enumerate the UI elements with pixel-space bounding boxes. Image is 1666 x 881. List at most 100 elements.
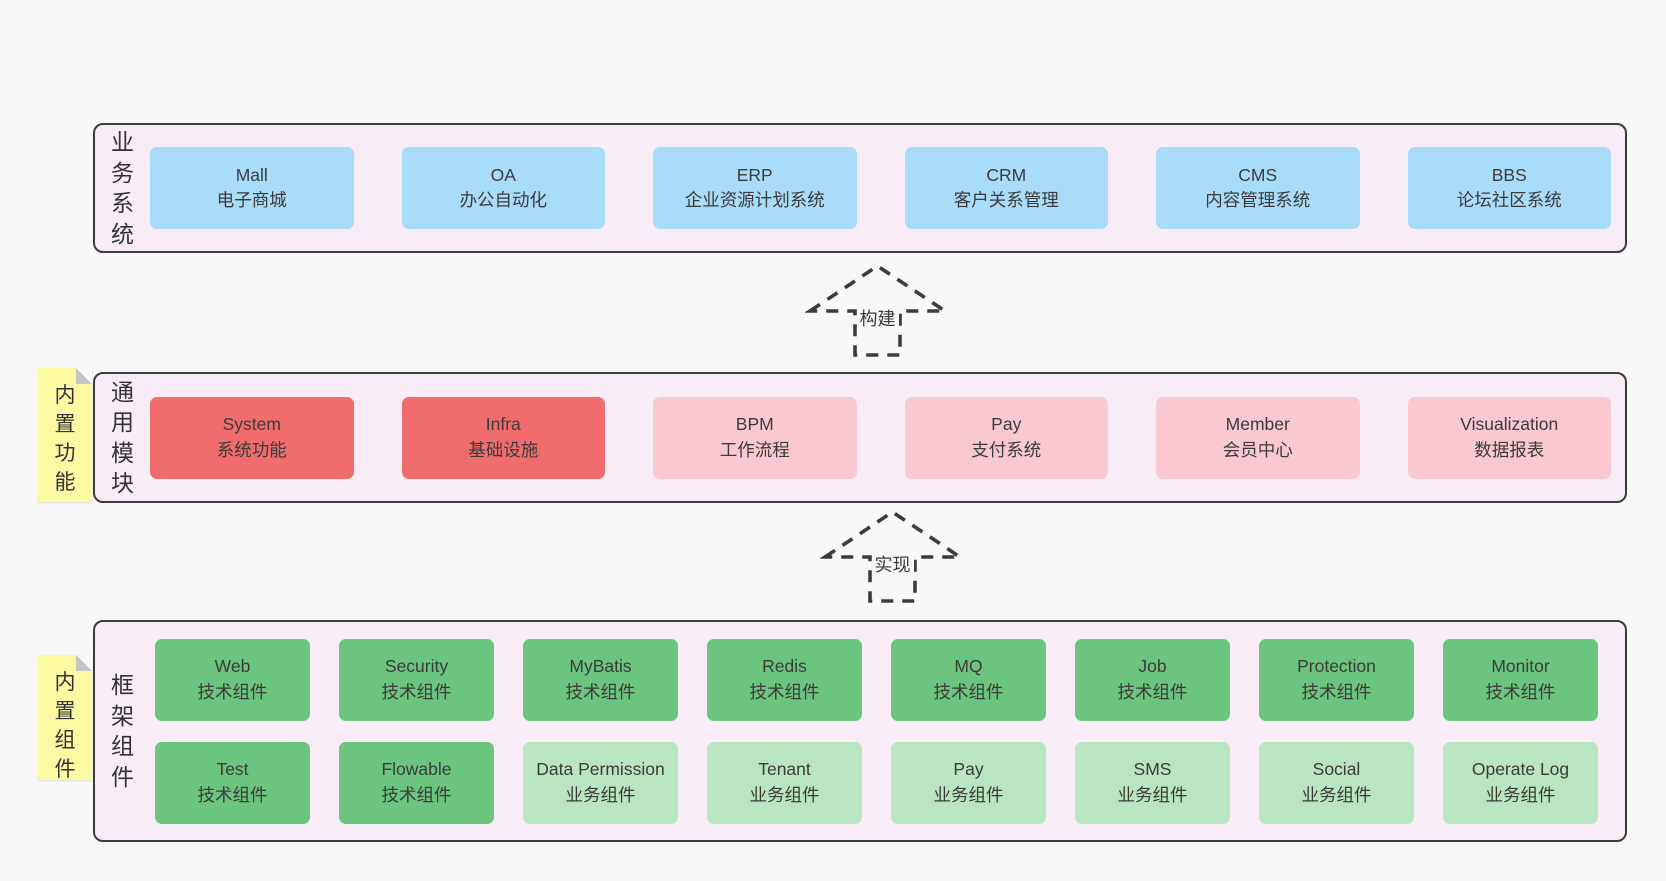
box-title: ERP [736,164,773,185]
box-subtitle: 业务组件 [565,784,636,805]
box-title: Security [384,656,449,677]
framework-components-label: 框架组件 [111,671,134,790]
box-title: BPM [735,414,774,435]
box-title: BBS [1491,164,1527,185]
box-job: Job 技术组件 [1075,638,1230,721]
box-title: Operate Log [1471,759,1570,780]
box-bbs: BBS 论坛社区系统 [1407,147,1611,229]
box-subtitle: 技术组件 [1485,681,1556,702]
box-title: Flowable [381,759,452,780]
box-title: Web [214,656,251,677]
box-subtitle: 企业资源计划系统 [684,190,825,210]
box-title: Monitor [1491,656,1550,677]
box-protection: Protection 技术组件 [1259,638,1414,721]
box-monitor: Monitor 技术组件 [1443,638,1598,721]
build-arrow-label: 构建 [856,304,899,332]
box-subtitle: 客户关系管理 [953,190,1059,210]
box-security: Security 技术组件 [339,638,494,721]
box-subtitle: 技术组件 [1117,681,1188,702]
box-subtitle: 技术组件 [381,784,452,805]
box-subtitle: 技术组件 [933,681,1004,702]
box-erp: ERP 企业资源计划系统 [653,147,857,229]
box-bpm: BPM 工作流程 [653,396,857,479]
dashed-up-arrow-icon [805,263,950,357]
box-test: Test 技术组件 [155,741,310,824]
box-title: Pay [953,759,984,780]
business-systems-container: 业务系统 Mall 电子商城 OA 办公自动化 ERP 企业资源计划系统 CRM 客户关系管理… [93,123,1627,253]
box-title: Protection [1297,656,1376,677]
box-subtitle: 业务组件 [1117,784,1188,805]
box-subtitle: 数据报表 [1474,439,1545,460]
box-mall: Mall 电子商城 [150,147,354,229]
box-subtitle: 会员中心 [1222,439,1293,460]
box-subtitle: 支付系统 [971,439,1042,460]
sticky-note-built-in-components: 内置组件 [38,655,92,781]
box-subtitle: 技术组件 [749,681,820,702]
box-title: Tenant [758,759,811,780]
sticky-note-built-in-features: 内置功能 [38,368,92,502]
box-subtitle: 技术组件 [381,681,452,702]
box-title: Infra [485,414,521,435]
box-title: Mall [235,164,268,185]
box-title: MQ [954,656,983,677]
box-subtitle: 技术组件 [197,784,268,805]
box-row: Mall 电子商城 OA 办公自动化 ERP 企业资源计划系统 CRM 客户关系管理 CMS 内容… [150,147,1611,229]
box-subtitle: 办公自动化 [459,190,548,210]
box-subtitle: 电子商城 [216,190,287,210]
box-subtitle: 业务组件 [1301,784,1372,805]
sticky-note-label: 内置组件 [54,671,76,781]
box-title: OA [490,164,516,185]
box-subtitle: 系统功能 [216,439,287,460]
box-crm: CRM 客户关系管理 [904,147,1108,229]
box-subtitle: 业务组件 [1485,784,1556,805]
box-subtitle: 内容管理系统 [1205,190,1311,210]
box-title: CRM [986,164,1027,185]
box-system: System 系统功能 [150,396,354,479]
box-title: CMS [1238,164,1278,185]
implement-arrow-label: 实现 [871,550,914,578]
box-social: Social 业务组件 [1259,741,1414,824]
box-title: Job [1138,656,1167,677]
box-title: Test [216,759,249,780]
box-title: Visualization [1460,414,1559,435]
box-title: System [222,414,281,435]
dashed-up-arrow-icon [820,509,965,603]
box-subtitle: 技术组件 [197,681,268,702]
box-operate-log: Operate Log 业务组件 [1443,741,1598,824]
box-title: MyBatis [569,656,632,677]
business-systems-rows: Mall 电子商城 OA 办公自动化 ERP 企业资源计划系统 CRM 客户关系管理 CMS 内容… [150,125,1611,251]
box-title: Social [1312,759,1361,780]
box-subtitle: 基础设施 [468,439,539,460]
implement-arrow: 实现 [820,508,965,604]
build-arrow: 构建 [805,262,950,358]
box-subtitle: 论坛社区系统 [1456,190,1562,210]
business-systems-label: 业务系统 [111,128,134,247]
box-oa: OA 办公自动化 [401,147,605,229]
box-web: Web 技术组件 [155,638,310,721]
box-subtitle: 工作流程 [719,439,790,460]
sticky-note-label: 内置功能 [54,384,76,494]
box-row: Test 技术组件 Flowable 技术组件 Data Permission 业务组件 T… [155,741,1611,824]
common-modules-label: 通用模块 [111,378,134,497]
box-title: Data Permission [536,759,665,780]
box-member: Member 会员中心 [1156,396,1360,479]
box-title: Member [1225,414,1290,435]
box-subtitle: 技术组件 [565,681,636,702]
box-infra: Infra 基础设施 [401,396,605,479]
box-data-permission: Data Permission 业务组件 [523,741,678,824]
box-subtitle: 技术组件 [1301,681,1372,702]
box-flowable: Flowable 技术组件 [339,741,494,824]
box-cms: CMS 内容管理系统 [1156,147,1360,229]
box-mybatis: MyBatis 技术组件 [523,638,678,721]
